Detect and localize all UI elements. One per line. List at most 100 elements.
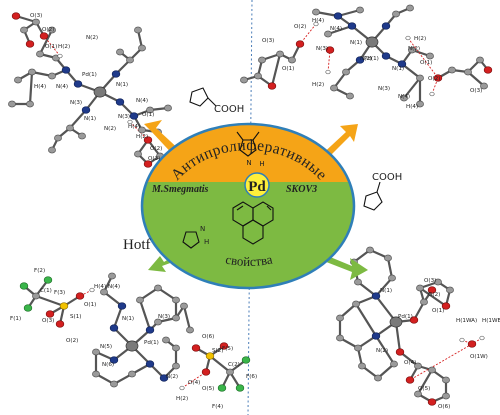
- atom-label: Pd(1): [398, 314, 413, 320]
- atom: [414, 390, 422, 398]
- bond: [112, 304, 124, 330]
- atom-label: N(1): [84, 116, 96, 122]
- hydrogen-bond: [181, 371, 207, 389]
- pyrazole-top-n: N: [246, 159, 251, 167]
- atom-label: Pd(1): [364, 56, 379, 62]
- atom-label: N(3): [118, 114, 130, 120]
- atom-label: F(6): [246, 374, 257, 380]
- atom: [59, 302, 69, 310]
- atom: [145, 360, 155, 368]
- atom: [109, 356, 119, 364]
- atom: [408, 46, 416, 54]
- pyrazole-top-h: H: [259, 160, 264, 168]
- atom: [143, 160, 153, 168]
- atom-label: H(2): [58, 44, 70, 50]
- atom: [19, 282, 29, 290]
- atom: [416, 100, 424, 108]
- bond: [182, 304, 192, 332]
- atom: [330, 84, 338, 92]
- atom: [219, 342, 229, 350]
- atom: [354, 278, 362, 286]
- atom: [32, 18, 40, 26]
- atom: [61, 66, 71, 74]
- atom-label: N(4): [136, 98, 148, 104]
- atom: [172, 344, 180, 352]
- atom: [48, 26, 56, 34]
- atom-label: N(1): [392, 66, 404, 72]
- atom-label: N(2): [104, 126, 116, 132]
- pyrazole-n: N: [200, 225, 205, 233]
- bond: [374, 334, 396, 366]
- atom-label: H(4): [406, 104, 418, 110]
- atom: [66, 124, 74, 132]
- atom: [32, 292, 40, 300]
- oval-border: [140, 122, 356, 290]
- atom: [11, 12, 21, 20]
- bond: [28, 70, 34, 106]
- pyrazole-ring-top: N H: [236, 131, 265, 168]
- atom: [428, 366, 436, 374]
- atom: [240, 76, 248, 84]
- atom-label: O(3): [262, 38, 274, 44]
- atom: [381, 52, 391, 60]
- atom-label: N(3): [316, 46, 328, 52]
- atom: [92, 348, 100, 356]
- atom: [138, 126, 146, 134]
- atom: [145, 326, 155, 334]
- atom: [354, 344, 362, 352]
- atom: [352, 300, 360, 308]
- atom-label: O(1): [142, 112, 154, 118]
- atom: [371, 292, 381, 300]
- palladium-circle: [244, 172, 270, 198]
- atom-label: N(2): [376, 348, 388, 354]
- atom: [405, 376, 415, 384]
- furan-carboxylic-acid-top: COOH: [189, 87, 244, 115]
- atom-label: S(1): [70, 314, 81, 320]
- crystal-structure-top-left: [8, 12, 172, 168]
- atom-label: H(4): [94, 284, 106, 290]
- atom: [426, 52, 434, 60]
- atom: [406, 4, 414, 12]
- atom-label: O(3): [424, 278, 436, 284]
- atom-label: H(1WA): [456, 318, 477, 324]
- atom: [390, 360, 398, 368]
- atom-label: N(3): [70, 100, 82, 106]
- atom: [325, 69, 331, 75]
- atom-label: H(2): [136, 134, 148, 140]
- crystal-structure-bottom-right: [336, 246, 485, 406]
- crystal-structure-bottom-left: [19, 272, 251, 392]
- atom: [89, 287, 95, 293]
- atom-label: N(3): [158, 314, 170, 320]
- atom: [117, 302, 127, 310]
- atom: [25, 40, 35, 48]
- atom: [217, 384, 227, 392]
- atom: [45, 310, 55, 318]
- atom-label: Pd(1): [82, 72, 97, 78]
- atom-label: N(3): [378, 86, 390, 92]
- phenanthroline-structure: [232, 201, 274, 245]
- atom: [336, 334, 344, 342]
- atom-label: O(1W): [470, 354, 488, 360]
- atom: [405, 35, 411, 41]
- atom-label: C(2): [228, 362, 240, 368]
- atom: [392, 10, 400, 18]
- atom: [191, 344, 201, 352]
- furan-carboxylic-acid-right: COOH: [363, 172, 402, 211]
- bond: [354, 302, 378, 338]
- atom-label: O(5): [202, 386, 214, 392]
- atom: [126, 56, 134, 64]
- atom: [28, 68, 36, 76]
- atom: [347, 22, 357, 30]
- atom: [356, 6, 364, 14]
- atom: [324, 30, 332, 38]
- atom: [365, 36, 379, 48]
- hotf-label: Hotf: [123, 237, 151, 253]
- atom-label: O(1): [45, 44, 57, 50]
- atom: [442, 376, 450, 384]
- atom: [420, 298, 428, 306]
- atom-label: O(6): [438, 404, 450, 410]
- atom: [48, 146, 56, 154]
- atom-label: Pd(1): [144, 340, 159, 346]
- atom: [205, 352, 215, 360]
- atom: [409, 316, 419, 324]
